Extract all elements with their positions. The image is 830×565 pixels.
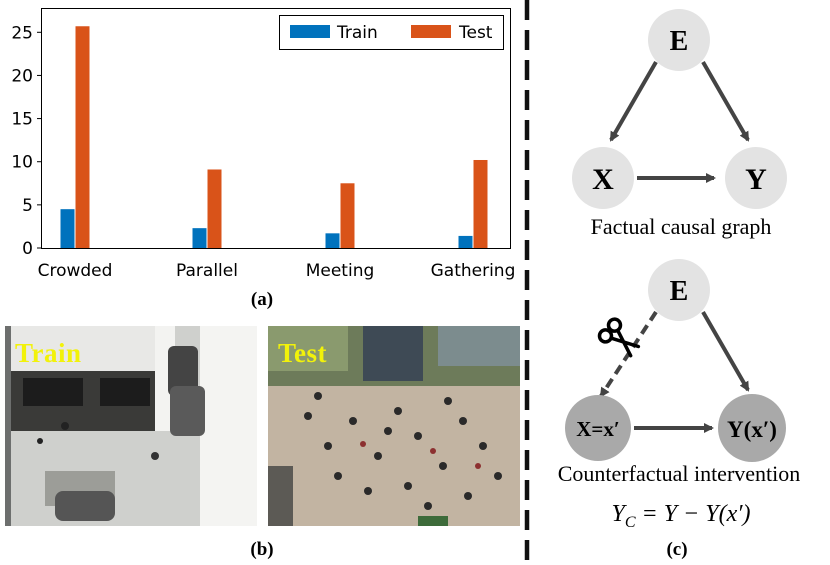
bar-train-meeting [325, 233, 340, 248]
train-photo: Train [5, 326, 257, 526]
y-tick-label: 5 [22, 196, 33, 216]
node-x-intervened [565, 395, 631, 461]
bar-test-crowded [75, 26, 90, 248]
node-x [572, 147, 634, 209]
y-axis: 0 5 10 15 20 25 [11, 23, 42, 259]
arrow-e-to-yx [701, 311, 750, 392]
bar-test-gathering [473, 159, 488, 248]
legend-label-train: Train [336, 23, 378, 43]
caption-a: (a) [251, 289, 273, 310]
bar-train-crowded [60, 209, 75, 248]
x-tick-label: Gathering [431, 261, 516, 281]
test-photo: Test [268, 326, 520, 526]
node-e-label: E [670, 26, 689, 57]
factual-graph-caption: Factual causal graph [591, 214, 772, 239]
chart-plot-frame [41, 8, 511, 249]
bar-test-meeting [340, 183, 355, 248]
factual-causal-graph: E X Y Factual causal graph [572, 9, 787, 239]
counterfactual-graph: E X=x′ Y(x′) Counterfactual intervention… [558, 259, 801, 560]
node-x-intervened-label: X=x′ [576, 417, 620, 441]
node-y-counterfactual-label: Y(x′) [727, 417, 777, 442]
counterfactual-caption: Counterfactual intervention [558, 461, 801, 486]
caption-b: (b) [250, 539, 273, 560]
node-y [725, 147, 787, 209]
y-tick-label: 10 [11, 153, 33, 173]
node-e [648, 9, 710, 71]
bar-train-gathering [458, 235, 473, 248]
y-tick-label: 25 [11, 23, 33, 43]
node-y-counterfactual [718, 394, 786, 462]
y-tick-label: 15 [11, 110, 33, 130]
y-tick-label: 0 [22, 239, 33, 259]
legend-swatch-test [411, 25, 451, 38]
test-photo-label: Test [278, 338, 328, 368]
legend-box [279, 15, 504, 50]
node-e-2 [648, 259, 710, 321]
chart-legend: Train Test [279, 15, 504, 50]
scissors-icon [597, 317, 641, 358]
arrow-e-to-y [701, 61, 750, 142]
x-axis: Crowded Parallel Meeting Gathering [38, 261, 516, 281]
x-tick-label: Crowded [38, 261, 113, 281]
arrow-e-to-x [609, 61, 658, 142]
node-e-2-label: E [670, 276, 689, 307]
bar-train-parallel [192, 228, 207, 248]
legend-label-test: Test [458, 23, 493, 43]
node-y-label: Y [745, 163, 767, 196]
train-photo-label: Train [15, 338, 82, 368]
bars [60, 26, 488, 248]
formula: YC = Y − Y(x′) [611, 501, 750, 531]
caption-c: (c) [666, 539, 687, 560]
bar-chart: 0 5 10 15 20 25 Crowded Parallel Meeting Gatheri… [11, 8, 516, 281]
y-tick-label: 20 [11, 66, 33, 86]
x-tick-label: Meeting [306, 261, 375, 281]
legend-swatch-train [290, 25, 330, 38]
x-tick-label: Parallel [176, 261, 238, 281]
bar-test-parallel [207, 169, 222, 248]
node-x-label: X [592, 163, 614, 196]
